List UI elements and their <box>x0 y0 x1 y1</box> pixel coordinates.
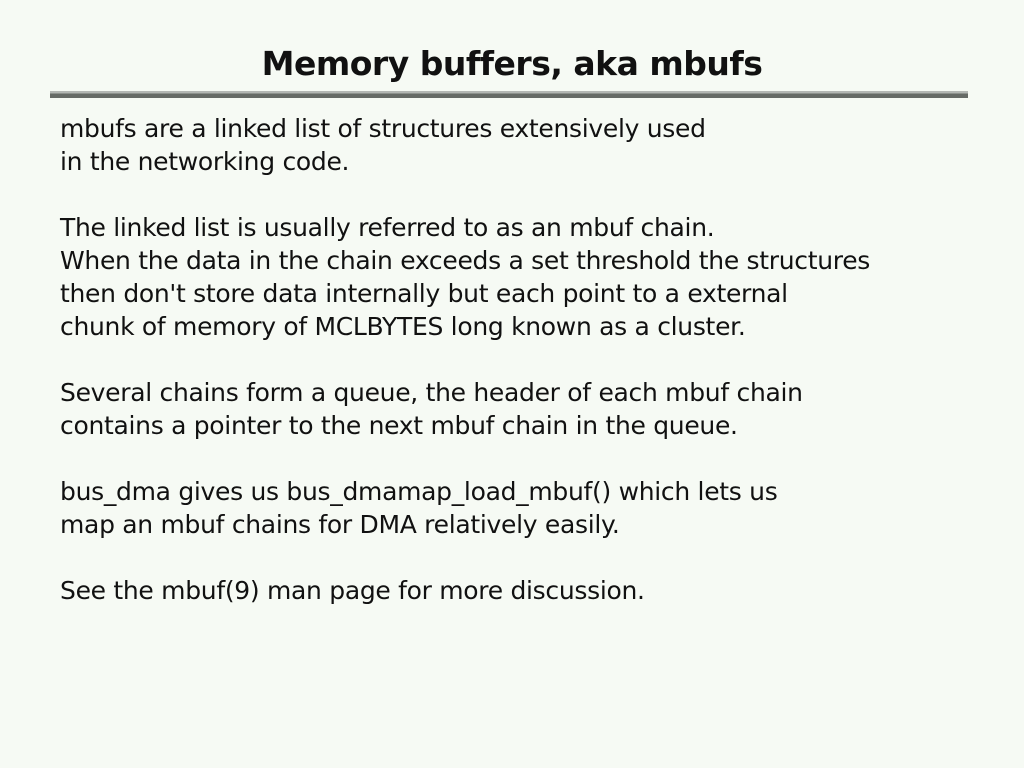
text-line: map an mbuf chains for DMA relatively ea… <box>60 510 620 539</box>
paragraph-mbufs-intro: mbufs are a linked list of structures ex… <box>60 112 994 178</box>
paragraph-mbuf-chain: The linked list is usually referred to a… <box>60 211 994 343</box>
slide-body: mbufs are a linked list of structures ex… <box>60 112 994 607</box>
text-line: bus_dma gives us bus_dmamap_load_mbuf() … <box>60 477 778 506</box>
paragraph-queue: Several chains form a queue, the header … <box>60 376 994 442</box>
text-line: in the networking code. <box>60 147 350 176</box>
paragraph-bus-dma: bus_dma gives us bus_dmamap_load_mbuf() … <box>60 475 994 541</box>
text-line: When the data in the chain exceeds a set… <box>60 246 871 275</box>
title-divider <box>50 91 968 98</box>
text-line: then don't store data internally but eac… <box>60 279 788 308</box>
text-line: Several chains form a queue, the header … <box>60 378 803 407</box>
text-line: The linked list is usually referred to a… <box>60 213 715 242</box>
text-line: chunk of memory of MCLBYTES long known a… <box>60 312 746 341</box>
slide-title: Memory buffers, aka mbufs <box>261 44 763 83</box>
text-line: See the mbuf(9) man page for more discus… <box>60 576 645 605</box>
text-line: mbufs are a linked list of structures ex… <box>60 114 706 143</box>
text-line: contains a pointer to the next mbuf chai… <box>60 411 738 440</box>
paragraph-man-page: See the mbuf(9) man page for more discus… <box>60 574 994 607</box>
